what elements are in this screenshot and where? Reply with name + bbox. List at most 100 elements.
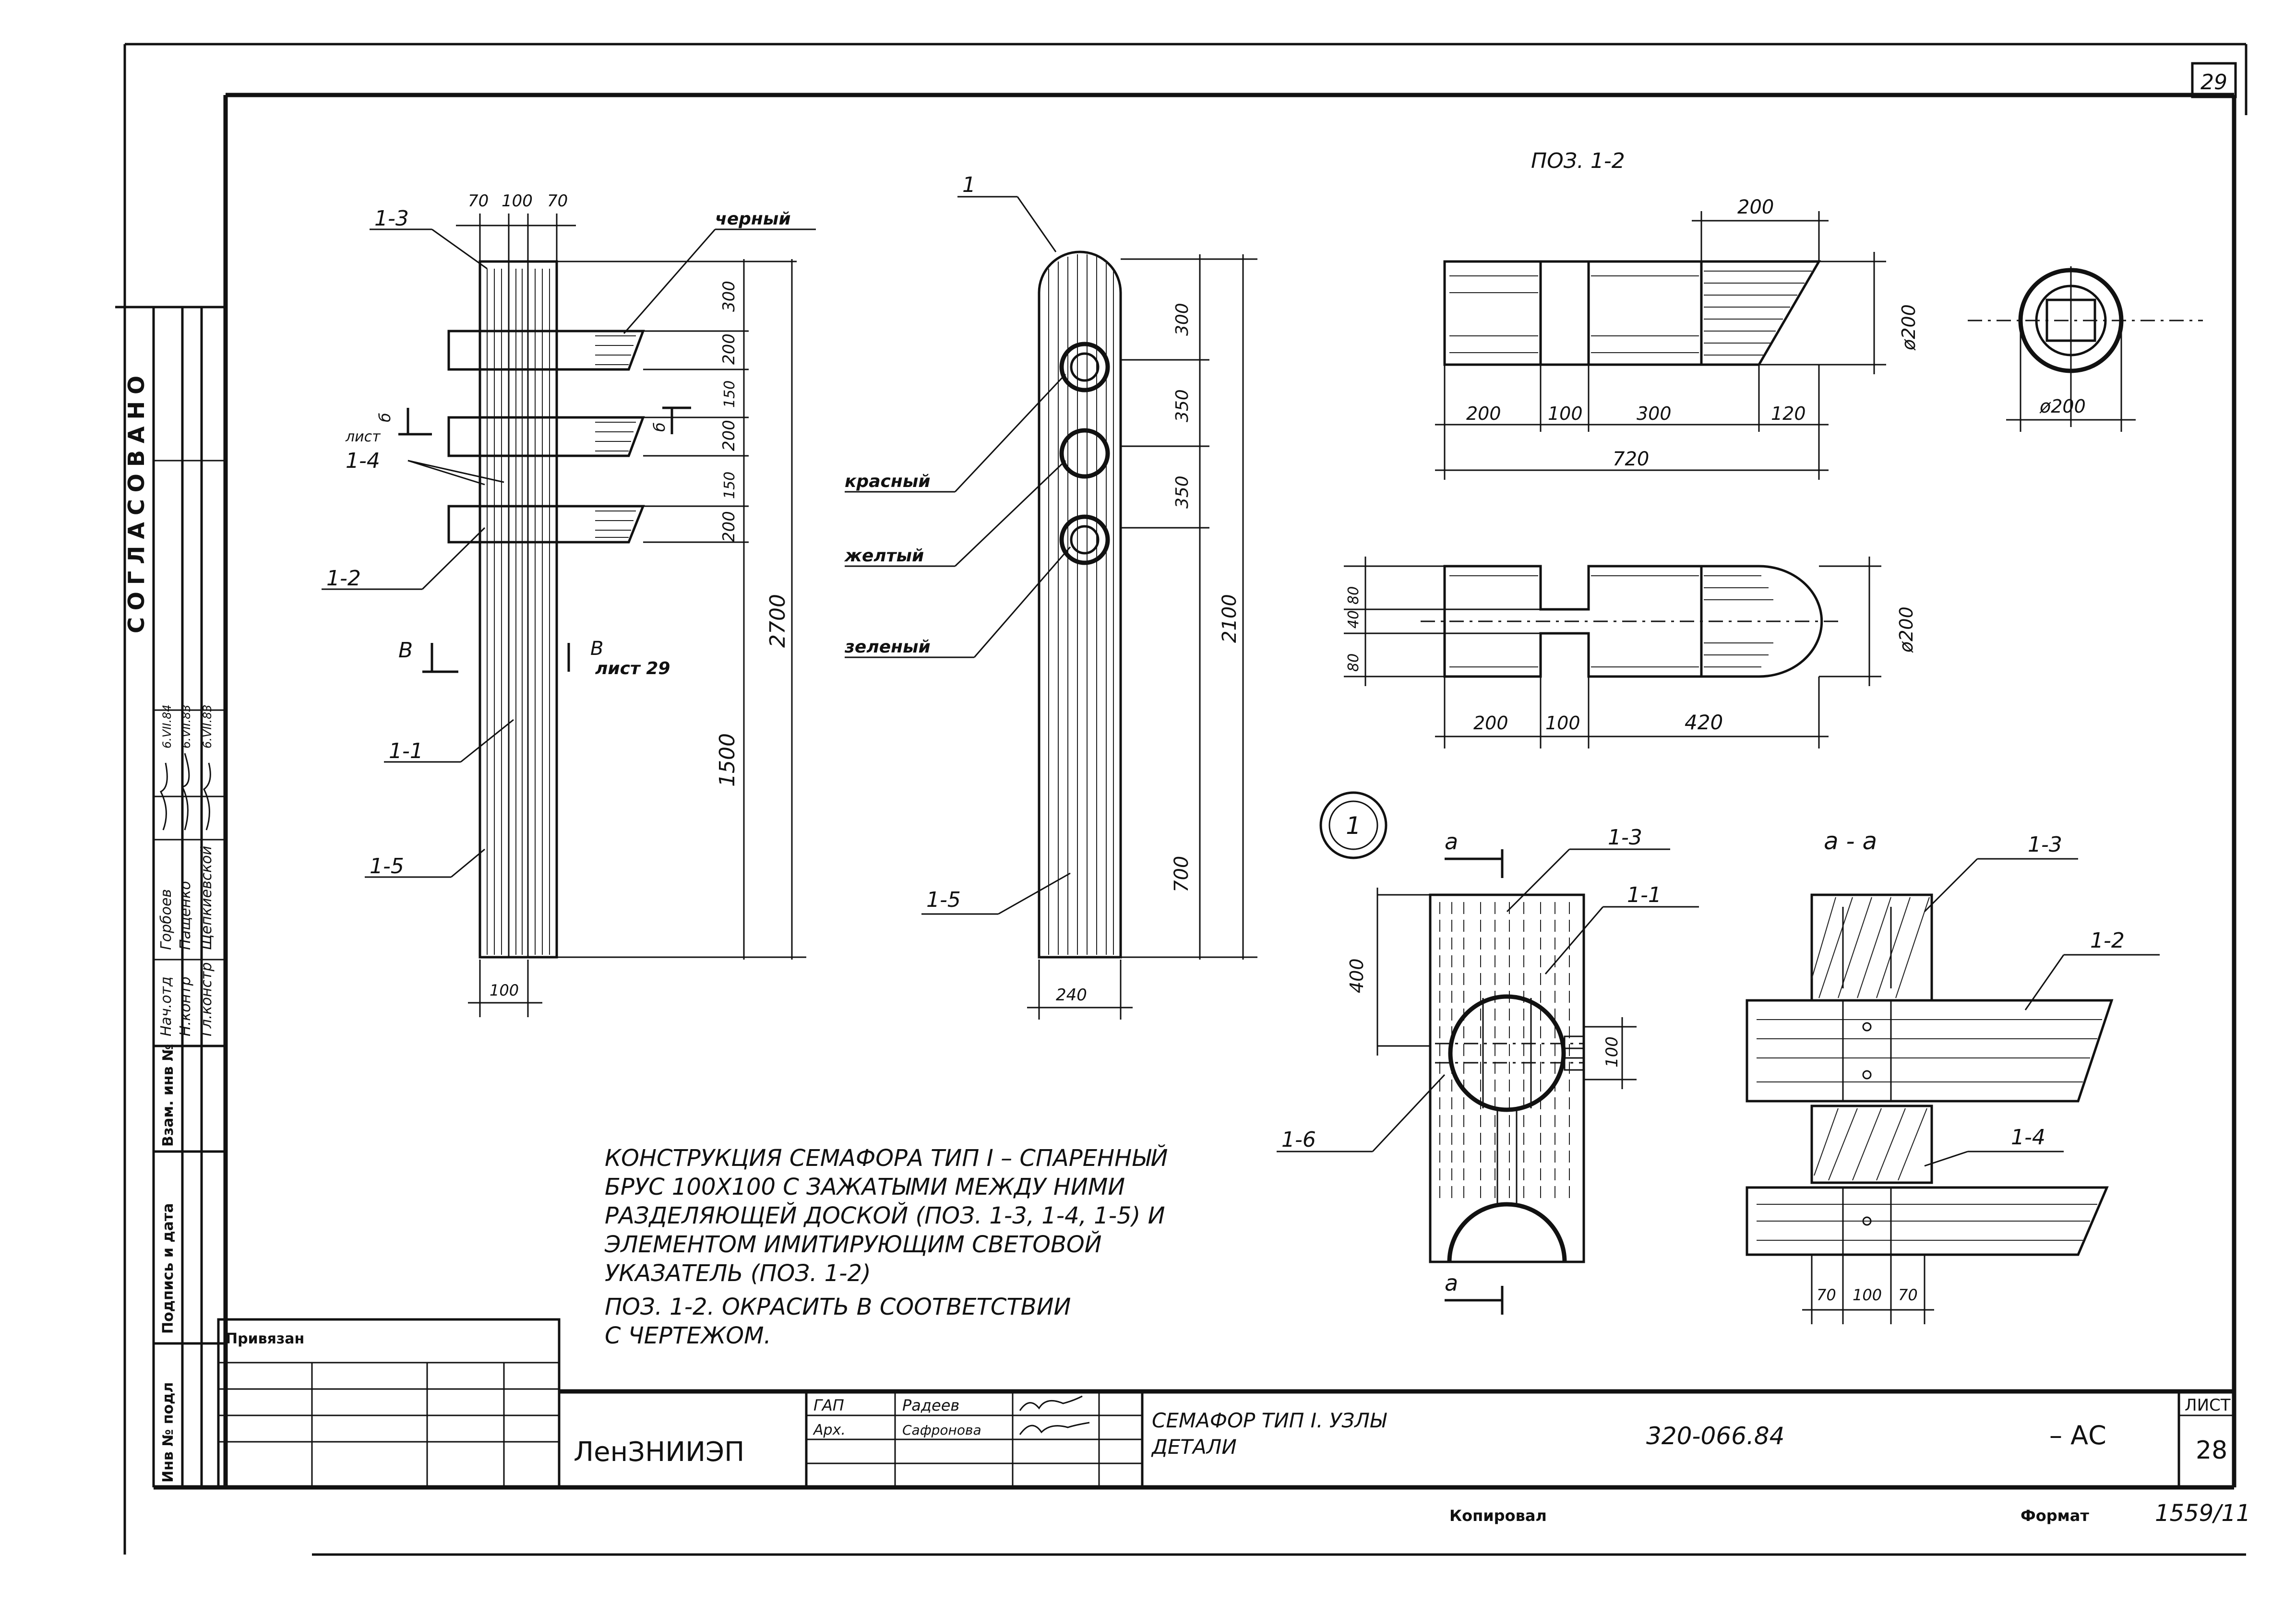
pos12-plan: 200 ø200 200 100 300 120 720 xyxy=(1435,196,1919,480)
section-aa-mid-hatch xyxy=(1814,1108,1927,1181)
node-label-1-3: 1-3 xyxy=(1608,825,1642,850)
pos12-plan-dim-2: 100 xyxy=(1548,403,1583,424)
note-line-6: ПОЗ. 1-2. ОКРАСИТЬ В СООТВЕТСТВИИ xyxy=(605,1294,1071,1320)
strip-role-1: Нач.отд xyxy=(158,976,175,1036)
strip-col-signature: Подпись и дата xyxy=(160,1203,177,1334)
semaphore-dim-300: 300 xyxy=(719,281,739,312)
semaphore-dim-150a: 150 xyxy=(721,380,738,408)
semaphore-wood-grain xyxy=(487,269,550,955)
signal-lamp-red xyxy=(1059,342,1110,392)
strip-date-1: 6.VII.84 xyxy=(160,704,174,748)
title-block: Привязан ЛенЗНИИЭП ГАП Радеев Арх. Сафро… xyxy=(217,1318,2234,1489)
pos12-plan-total: 720 xyxy=(1613,448,1649,470)
label-green: зеленый xyxy=(844,637,931,657)
note-line-7: С ЧЕРТЕЖОМ. xyxy=(605,1322,771,1349)
footer-copied: Копировал xyxy=(1449,1507,1547,1525)
pos12-plan-dim-4: 120 xyxy=(1771,403,1806,424)
semaphore-top-dim-1: 70 xyxy=(468,191,489,211)
signal-elevation: 1 красный желтый зеленый 1-5 300 350 350… xyxy=(844,173,1257,1020)
note-line-1: КОНСТРУКЦИЯ СЕМАФОРА ТИП I – СПАРЕННЫЙ xyxy=(605,1144,1168,1172)
node-label-1-1: 1-1 xyxy=(1627,883,1662,907)
title-sheet-title-1: СЕМАФОР ТИП I. УЗЛЫ xyxy=(1152,1409,1387,1432)
semaphore-dim-2700: 2700 xyxy=(765,594,790,648)
section-aa-dim-2: 100 xyxy=(1853,1286,1882,1304)
strip-col-inv: Инв № подл xyxy=(160,1382,177,1483)
label-pos-1-2: 1-2 xyxy=(326,566,361,591)
semaphore-dim-200b: 200 xyxy=(719,420,739,451)
label-yellow: желтый xyxy=(844,546,924,566)
signal-pos-label: 1 xyxy=(962,173,976,197)
pos12-diameter: ø200 xyxy=(1898,304,1919,351)
title-arch-signature xyxy=(1019,1422,1090,1435)
semaphore-top-dim-2: 100 xyxy=(502,191,533,211)
title-gap-name: Радеев xyxy=(902,1396,959,1414)
section-aa-label-1-2: 1-2 xyxy=(2090,928,2125,953)
title-section: – АС xyxy=(2049,1420,2106,1450)
semaphore-elevation: 70 100 70 черный 1-3 лист 1-4 1-2 1-1 1-… xyxy=(322,191,816,1017)
signature-3 xyxy=(203,762,211,831)
semaphore-dim-1500: 1500 xyxy=(715,733,740,787)
strip-date-3: 6.VII.83 xyxy=(201,704,214,748)
strip-role-3: Гл.констр xyxy=(198,962,215,1036)
signature-1 xyxy=(159,762,168,831)
signal-dim-700: 700 xyxy=(1171,856,1193,892)
node-label-1-6: 1-6 xyxy=(1281,1128,1316,1152)
label-sheet-ref: лист xyxy=(345,428,381,445)
pos12-detail: ПОЗ. 1-2 200 ø200 xyxy=(1344,149,2203,748)
node-section-a-bottom: а xyxy=(1445,1270,1458,1296)
label-pos-1-5: 1-5 xyxy=(370,854,404,879)
title-sheet-number: 28 xyxy=(2196,1436,2227,1465)
note-line-5: УКАЗАТЕЛЬ (ПОЗ. 1-2) xyxy=(605,1260,871,1287)
pos12-elev-dim-80b: 80 xyxy=(1345,653,1362,672)
signal-dim-2100: 2100 xyxy=(1219,594,1241,643)
strip-name-2: Пащенко xyxy=(177,881,194,950)
pos12-plan-dim-3: 300 xyxy=(1637,403,1672,424)
semaphore-dim-200a: 200 xyxy=(719,333,739,365)
title-attached: Привязан xyxy=(226,1330,304,1347)
node-section-a-top: а xyxy=(1445,829,1458,855)
title-org: ЛенЗНИИЭП xyxy=(574,1437,744,1468)
pos12-elev-bottom-3: 420 xyxy=(1685,711,1723,734)
signature-2 xyxy=(181,753,190,831)
label-pos-1-4: 1-4 xyxy=(346,449,380,473)
pos12-elev-bottom-1: 200 xyxy=(1473,712,1508,734)
note-line-3: РАЗДЕЛЯЮЩЕЙ ДОСКОЙ (ПОЗ. 1-3, 1-4, 1-5) … xyxy=(605,1202,1165,1229)
section-aa-dim-1: 70 xyxy=(1817,1286,1836,1304)
signal-lamp-green xyxy=(1059,514,1110,565)
section-aa-label-1-3: 1-3 xyxy=(2028,832,2062,857)
pos12-elevation: 80 40 80 ø200 200 100 420 xyxy=(1344,557,1917,748)
signal-dim-300: 300 xyxy=(1172,303,1192,336)
node-lamp xyxy=(1448,994,1566,1112)
node-grain xyxy=(1439,902,1570,1199)
strip-col-replace: Взам. инв № xyxy=(160,1044,177,1147)
semaphore-arms xyxy=(447,330,645,544)
strip-name-3: Щепкиевской xyxy=(198,846,215,950)
signal-dim-bottom: 240 xyxy=(1056,986,1087,1005)
section-b-right-letter: В xyxy=(590,638,603,660)
label-pos-1-1: 1-1 xyxy=(389,739,423,763)
title-sheet-title-2: ДЕТАЛИ xyxy=(1151,1435,1237,1459)
section-aa-label-1-4: 1-4 xyxy=(2011,1125,2045,1150)
pos12-elev-diameter: ø200 xyxy=(1896,606,1917,653)
semaphore-top-dim-3: 70 xyxy=(547,191,568,211)
section-b-sheet: лист 29 xyxy=(595,659,670,678)
strip-role-2: Н.контр xyxy=(177,976,194,1036)
node-detail: 1 а а 400 xyxy=(1277,791,1699,1315)
semaphore-dim-bottom: 100 xyxy=(490,981,519,999)
note-line-4: ЭЛЕМЕНТОМ ИМИТИРУЮЩИМ СВЕТОВОЙ xyxy=(604,1231,1102,1258)
section-b-left-letter: В xyxy=(398,638,413,663)
pos12-elev-dim-80a: 80 xyxy=(1345,586,1362,605)
title-arch-name: Сафронова xyxy=(902,1422,981,1438)
pos12-dim-top: 200 xyxy=(1737,196,1774,218)
section-aa: а - а 1-3 1-2 xyxy=(1746,827,2160,1324)
signal-dim-350b: 350 xyxy=(1172,475,1192,509)
stamp-agreed: СОГЛАСОВАНО xyxy=(123,369,149,633)
section-aa-dim-3: 70 xyxy=(1898,1286,1918,1304)
label-pos-1-3: 1-3 xyxy=(374,206,409,231)
title-arch-label: Арх. xyxy=(813,1422,846,1438)
pos12-title: ПОЗ. 1-2 xyxy=(1531,149,1625,173)
node-circle-label: 1 xyxy=(1346,812,1361,840)
semaphore-dim-150b: 150 xyxy=(721,472,738,499)
section-mark-b-right: б xyxy=(650,422,669,432)
